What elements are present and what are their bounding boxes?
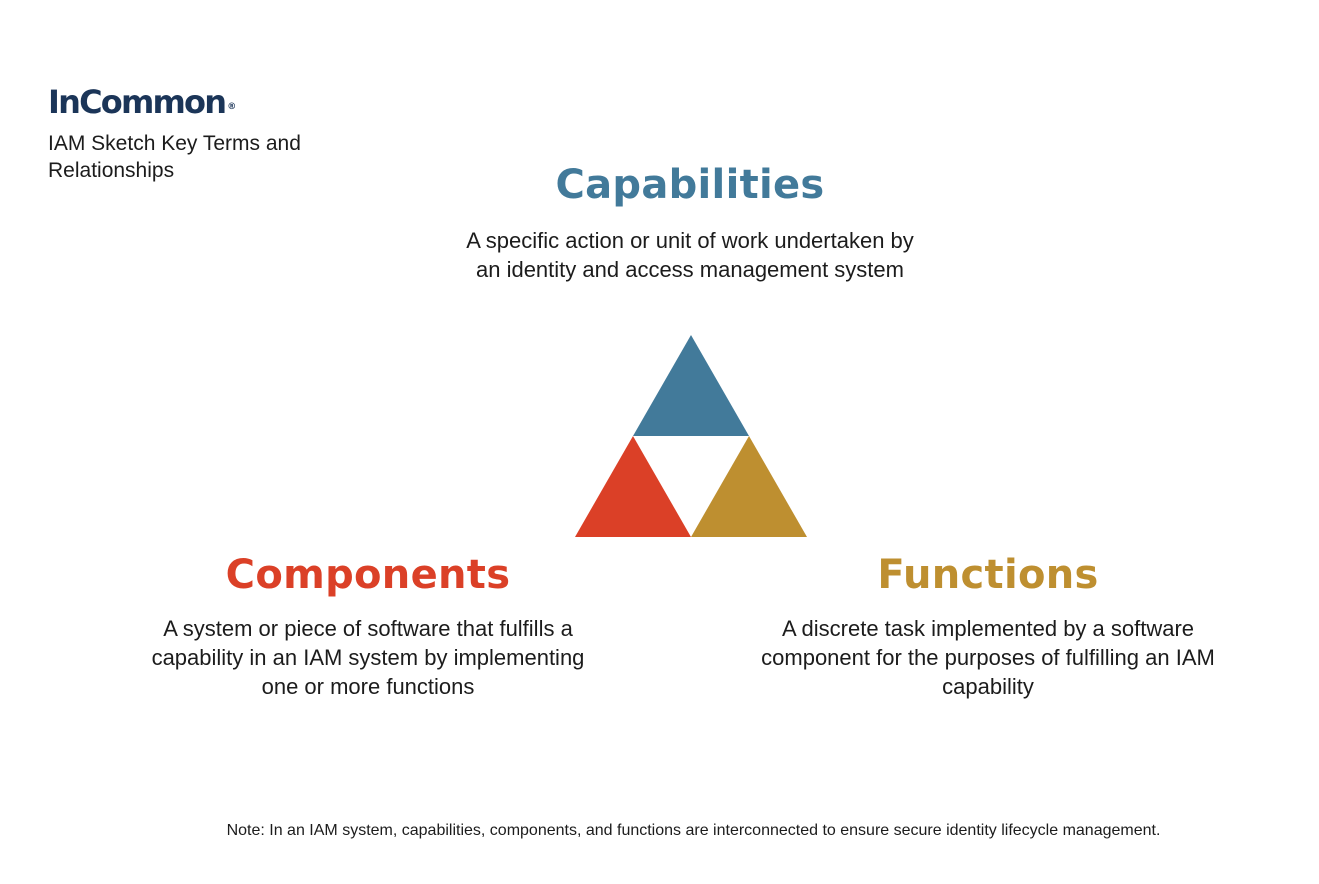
registered-mark: ®	[227, 102, 237, 112]
functions-description: A discrete task implemented by a softwar…	[761, 616, 1215, 699]
functions-heading: Functions	[877, 552, 1099, 598]
logo-text: InCommon	[48, 83, 227, 121]
capabilities-description: A specific action or unit of work undert…	[466, 228, 914, 282]
capabilities-heading: Capabilities	[555, 162, 825, 208]
functions-segment	[691, 436, 807, 537]
components-description: A system or piece of software that fulfi…	[151, 616, 585, 699]
triforce-diagram	[575, 335, 807, 537]
components-heading: Components	[225, 552, 511, 598]
page-subtitle: IAM Sketch Key Terms and Relationships	[48, 132, 301, 182]
center-segment	[633, 436, 749, 537]
capabilities-block: Capabilities A specific action or unit o…	[440, 160, 940, 284]
incommon-logo: InCommon®	[48, 82, 236, 122]
capabilities-segment	[633, 335, 749, 436]
components-block: Components A system or piece of software…	[118, 550, 618, 701]
footer-note: Note: In an IAM system, capabilities, co…	[226, 822, 1161, 839]
components-segment	[575, 436, 691, 537]
functions-block: Functions A discrete task implemented by…	[738, 550, 1238, 701]
